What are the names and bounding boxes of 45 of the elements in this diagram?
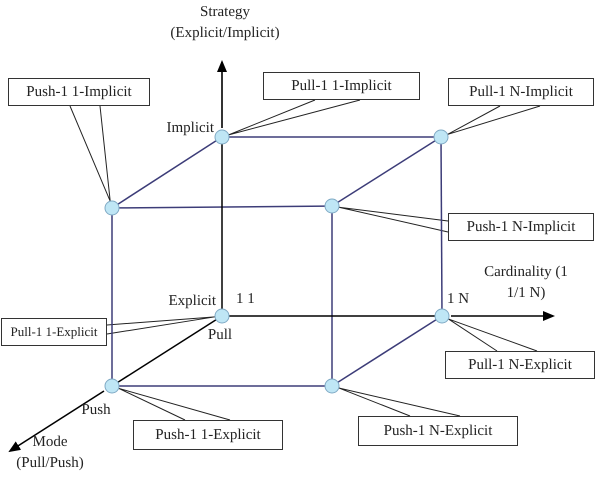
cube-edge xyxy=(117,140,217,205)
cube-edge xyxy=(331,213,333,379)
vertex-circle xyxy=(104,200,120,216)
callout-box: Push-1 1-Implicit xyxy=(8,78,150,106)
axis-value-label: 1 1 xyxy=(236,290,256,309)
axis-label: Cardinality (1 1/1 N) xyxy=(483,263,569,303)
cube-edge xyxy=(338,140,436,203)
cube-edge xyxy=(440,144,443,309)
callout-box: Pull-1 N-Explicit xyxy=(445,351,595,379)
cube-edge xyxy=(338,319,436,383)
axis-label: Mode (Pull/Push) xyxy=(15,433,85,473)
callout-box: Pull-1 N-Implicit xyxy=(448,78,594,106)
callout-box: Pull-1 1-Explicit xyxy=(1,318,107,346)
callout-box: Push-1 1-Explicit xyxy=(133,420,283,450)
cube-edge xyxy=(111,215,113,379)
callout-box: Pull-1 1-Implicit xyxy=(263,72,420,100)
cube-edge xyxy=(229,315,435,317)
leader-line xyxy=(338,387,460,416)
callout-box: Push-1 N-Explicit xyxy=(358,416,518,446)
cube-edge xyxy=(118,319,216,383)
axis-value-label: Implicit xyxy=(166,119,214,138)
leader-line xyxy=(118,388,230,420)
leader-line xyxy=(106,316,216,334)
axis-value-label: Explicit xyxy=(168,292,216,311)
axis-value-label: Pull xyxy=(206,326,234,345)
leader-line xyxy=(228,100,360,136)
cube-edge xyxy=(119,205,325,209)
leader-line xyxy=(448,318,538,352)
leader-line xyxy=(447,106,540,135)
callout-box: Push-1 N-Implicit xyxy=(448,213,594,241)
leader-line xyxy=(70,106,111,202)
vertex-circle xyxy=(434,308,450,324)
cube-edge xyxy=(229,136,434,138)
vertex-circle xyxy=(214,129,230,145)
cube-edge xyxy=(221,144,223,309)
leader-line xyxy=(338,206,448,232)
vertex-circle xyxy=(324,378,340,394)
vertex-circle xyxy=(324,198,340,214)
vertex-circle xyxy=(104,378,120,394)
axis-value-label: 1 N xyxy=(447,290,470,309)
cube-edge xyxy=(119,385,325,387)
axis-value-label: Push xyxy=(80,401,112,420)
axis-label: Strategy (Explicit/Implicit) xyxy=(169,3,281,43)
vertex-circle xyxy=(433,129,449,145)
vertex-circle xyxy=(214,308,230,324)
